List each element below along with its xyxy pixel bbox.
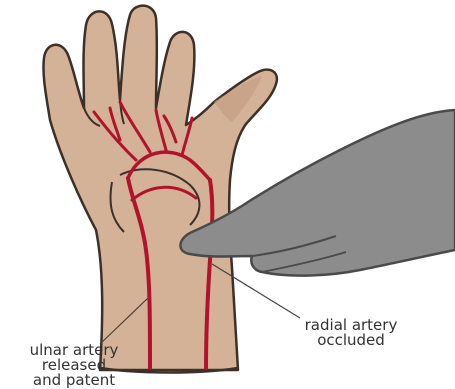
ulnar-artery-label: ulnar artery released and patent (6, 343, 142, 388)
ulnar-label-line-3: and patent (6, 373, 142, 388)
radial-label-line-2: occluded (286, 333, 416, 348)
radial-artery-label: radial artery occluded (286, 318, 416, 348)
